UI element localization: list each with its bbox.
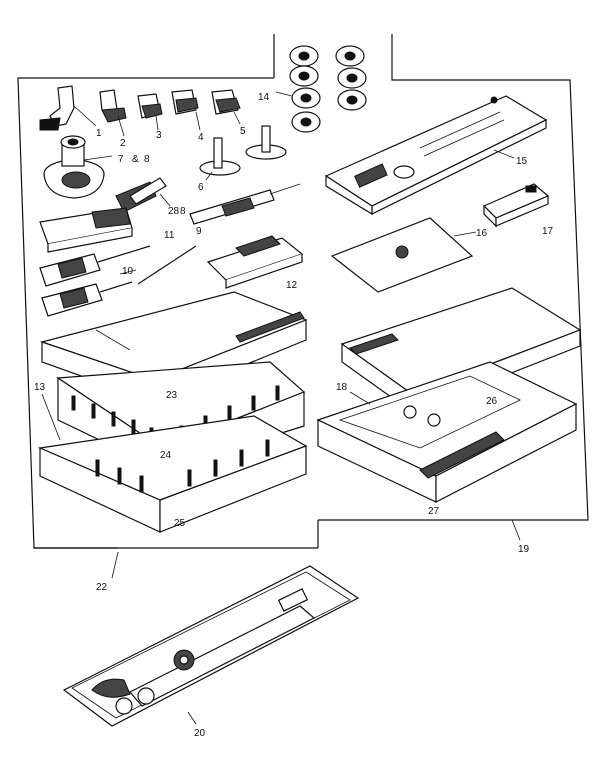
presser-foot-3 bbox=[137, 93, 163, 131]
callout-17: 17 bbox=[542, 226, 554, 237]
callout-23: 23 bbox=[166, 390, 178, 401]
callout-5: 5 bbox=[240, 126, 246, 137]
callout-7: 7 bbox=[118, 154, 124, 165]
box-base-25 bbox=[37, 415, 308, 533]
callout-19: 19 bbox=[518, 544, 530, 555]
callout-18: 18 bbox=[336, 382, 348, 393]
left-panel bbox=[17, 34, 318, 549]
presser-foot-5 bbox=[211, 89, 241, 125]
callout-2: 2 bbox=[120, 138, 126, 149]
callout-1: 1 bbox=[96, 128, 102, 139]
case-base-27 bbox=[316, 361, 578, 503]
bobbin-case-17 bbox=[482, 183, 550, 228]
callout-28: 28 bbox=[168, 206, 180, 217]
callout-labels: 1 2 3 4 5 6 7 & 8 28 8 9 10 11 12 13 14 … bbox=[34, 92, 554, 739]
callout-13: 13 bbox=[34, 382, 46, 393]
callout-9: 9 bbox=[196, 226, 202, 237]
callout-27: 27 bbox=[428, 506, 440, 517]
brush-9 bbox=[189, 183, 301, 225]
callout-12: 12 bbox=[286, 280, 298, 291]
seam-ripper-28 bbox=[115, 177, 171, 213]
callout-4: 4 bbox=[198, 132, 204, 143]
needle-11 bbox=[119, 245, 197, 285]
screwdriver-large bbox=[39, 245, 151, 287]
bobbins-14 bbox=[275, 45, 367, 133]
callout-8: 8 bbox=[144, 154, 150, 165]
spool-pins-6 bbox=[199, 125, 287, 181]
callout-amp: & bbox=[132, 154, 139, 165]
leader-lines bbox=[41, 393, 521, 725]
template-20 bbox=[62, 565, 360, 727]
presser-foot-1 bbox=[39, 85, 97, 131]
spool-cap-7 bbox=[43, 135, 113, 199]
presser-foot-2 bbox=[99, 89, 127, 137]
callout-3: 3 bbox=[156, 130, 162, 141]
callout-14: 14 bbox=[258, 92, 270, 103]
needle-pack-12 bbox=[206, 235, 304, 289]
callout-11: 11 bbox=[164, 230, 175, 241]
callout-20: 20 bbox=[194, 728, 206, 739]
callout-15: 15 bbox=[516, 156, 528, 167]
callout-25: 25 bbox=[174, 518, 186, 529]
callout-6: 6 bbox=[198, 182, 204, 193]
callout-26: 26 bbox=[486, 396, 498, 407]
plate-16 bbox=[330, 217, 477, 293]
callout-22: 22 bbox=[96, 582, 108, 593]
needle-package bbox=[39, 207, 133, 253]
callout-24: 24 bbox=[160, 450, 172, 461]
callout-10: 10 bbox=[122, 266, 134, 277]
right-panel bbox=[317, 34, 589, 548]
screwdriver-small bbox=[41, 281, 133, 317]
case-insert-15 bbox=[324, 95, 548, 216]
callout-8b: 8 bbox=[180, 206, 186, 217]
presser-foot-4 bbox=[171, 89, 201, 131]
callout-16: 16 bbox=[476, 228, 488, 239]
